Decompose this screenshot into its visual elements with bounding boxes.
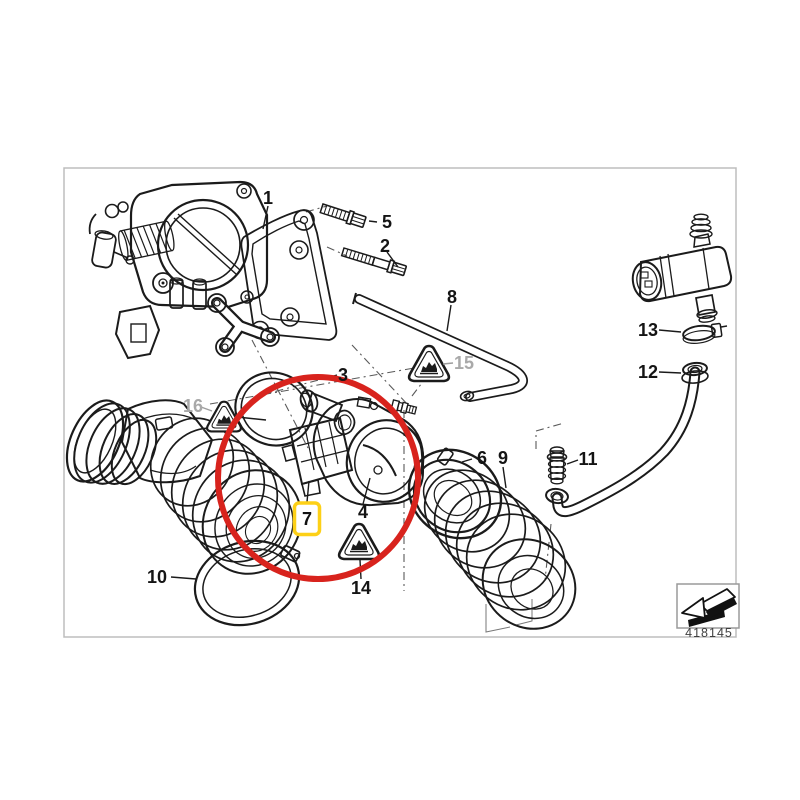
temp-sensor: [299, 389, 344, 423]
callout-16: 16: [183, 396, 203, 416]
callout-10: 10: [147, 567, 167, 587]
hose-clamp-10: [193, 539, 301, 627]
callout-3: 3: [338, 365, 348, 385]
highlight-label-box: [292, 501, 322, 537]
intake-boot-left: [65, 399, 303, 575]
highlight-ellipse: [215, 374, 421, 582]
callout-13: 13: [638, 320, 658, 340]
hose-clamp-13: [682, 322, 728, 344]
callout-5: 5: [382, 212, 392, 232]
callout-4: 4: [358, 502, 368, 522]
callout-6: 6: [477, 448, 487, 468]
hose-8: [352, 292, 528, 402]
callout-1: 1: [263, 188, 273, 208]
gasket-bracket: [207, 293, 280, 357]
doc-number: 418145: [685, 626, 733, 640]
throttle-spring-coil: [118, 220, 175, 261]
idle-control-valve: [631, 213, 733, 323]
callout-8: 8: [447, 287, 457, 307]
replacement-part-arrow-icon: [681, 588, 737, 627]
throttle-position-switch-7: [281, 416, 354, 497]
leader-lines: [170, 205, 682, 580]
connector-fitting-11: [546, 446, 568, 485]
callout-12: 12: [638, 362, 658, 382]
callout-7: 7: [302, 509, 312, 529]
callout-11: 11: [578, 449, 597, 469]
hex-bolt-2: [340, 247, 408, 277]
hex-bolt-5: [319, 203, 367, 228]
footer-stamp: 418145: [676, 583, 740, 640]
callout-9: 9: [498, 448, 508, 468]
callout-15: 15: [454, 353, 474, 373]
vent-hose-12: [545, 361, 709, 517]
callout-2: 2: [380, 236, 390, 256]
callout-14: 14: [351, 578, 371, 598]
throttle-housing-4: [281, 389, 425, 507]
